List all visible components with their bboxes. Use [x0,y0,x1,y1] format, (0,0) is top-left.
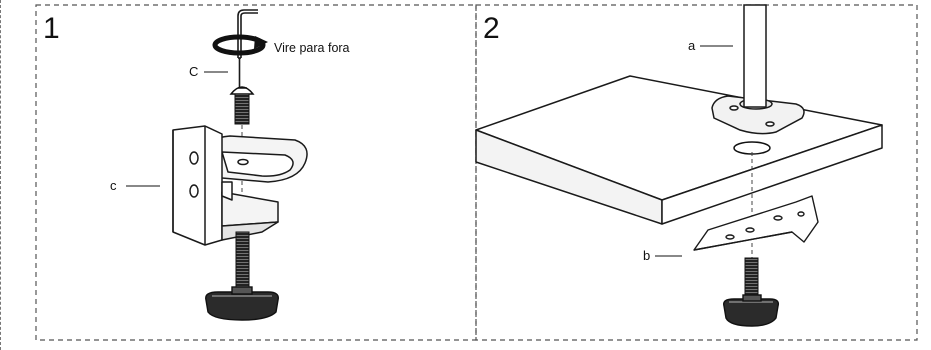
step-2-panel [475,4,918,341]
step-1-number: 1 [43,12,60,45]
page-left-dashed-edge [0,0,5,350]
under-desk-bracket [693,195,819,251]
clamp-knob [205,286,279,321]
desk-surface [475,75,883,225]
step-1-panel [35,4,477,341]
rotate-note: Vire para fora [274,41,350,55]
step-2-number: 2 [483,12,500,45]
mounting-screw [229,86,255,125]
bracket-knob [723,294,780,327]
monitor-pole [743,4,767,108]
callout-pole-letter: a [688,38,696,53]
rotate-arrow-icon [212,34,268,56]
callout-bracket-letter: b [643,248,650,263]
callout-clamp-letter: c [110,178,117,193]
c-clamp [172,125,308,246]
callout-screw-letter: C [189,64,198,79]
